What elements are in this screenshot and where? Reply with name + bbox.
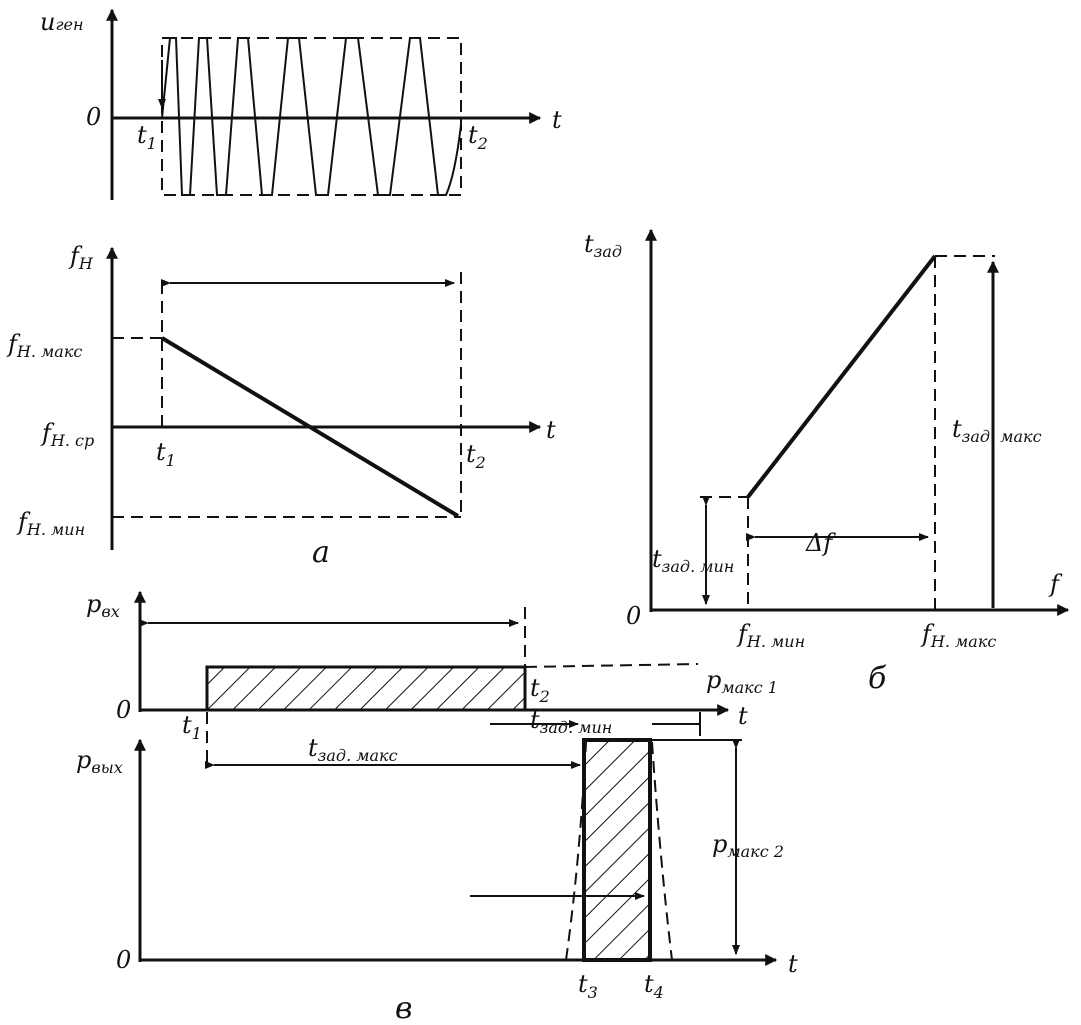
delta-f-label: Δf bbox=[805, 529, 836, 557]
frequency-sweep-line bbox=[160, 336, 460, 518]
frequency-t1-label: t1 bbox=[156, 438, 176, 470]
input-zero-label: 0 bbox=[116, 696, 131, 724]
output-axis-label: pвых bbox=[76, 746, 123, 777]
output-envelope-left bbox=[565, 741, 587, 961]
b-fmax-label: fН. макс bbox=[920, 620, 996, 651]
output-pulse bbox=[582, 738, 652, 962]
panel-a-generator: uген t 0 t1 t2 bbox=[40, 8, 562, 200]
pmax2-label: pмакс 2 bbox=[712, 830, 784, 861]
input-time-label: t bbox=[738, 702, 748, 730]
panel-a-frequency: fН t fН. макс fН. ср fН. мин t1 t2 а bbox=[6, 242, 556, 570]
delay-zero-label: 0 bbox=[626, 602, 641, 630]
generator-zero-label: 0 bbox=[86, 103, 101, 131]
output-tmin-label: tзад. мин bbox=[530, 706, 612, 737]
output-t4-label: t4 bbox=[644, 970, 664, 1002]
generator-t2-label: t2 bbox=[468, 121, 488, 153]
frequency-t2-label: t2 bbox=[466, 440, 486, 472]
caption-c: в bbox=[395, 991, 412, 1025]
b-fmin-label: fН. мин bbox=[736, 620, 805, 651]
output-envelope-right bbox=[651, 741, 673, 961]
panel-b-delay: tзад f 0 tзад. мин tзад. макс Δf fН. мин… bbox=[584, 228, 1070, 696]
tmax-label: tзад. макс bbox=[952, 415, 1042, 446]
panel-c-input: pвх t 0 t2 pмакс 1 bbox=[86, 590, 778, 730]
caption-a: а bbox=[312, 535, 330, 570]
output-tmax-label: tзад. макс bbox=[308, 734, 398, 765]
input-t2-label: t2 bbox=[530, 674, 550, 706]
input-pulse bbox=[205, 665, 527, 712]
panel-c-output: pвых t 0 t1 tзад. макс tзад. мин pмакс 2… bbox=[76, 706, 798, 1025]
input-axis-label: pвх bbox=[86, 590, 120, 621]
pmax1-label: pмакс 1 bbox=[706, 666, 778, 697]
frequency-axis-label: fН bbox=[68, 242, 94, 273]
output-time-label: t bbox=[788, 950, 798, 978]
fmid-label: fН. ср bbox=[40, 419, 94, 450]
generator-t1-label: t1 bbox=[137, 121, 157, 153]
frequency-time-label: t bbox=[546, 416, 556, 444]
generator-axis-label: uген bbox=[40, 8, 84, 36]
fmax-label: fН. макс bbox=[6, 330, 82, 361]
delay-axis-label: tзад bbox=[584, 230, 622, 261]
generator-time-label: t bbox=[552, 106, 562, 134]
output-t3-label: t3 bbox=[578, 970, 598, 1002]
output-t1-label: t1 bbox=[182, 711, 202, 743]
pmax1-dash bbox=[524, 663, 699, 668]
fmin-label: fН. мин bbox=[16, 508, 85, 539]
output-zero-label: 0 bbox=[116, 946, 131, 974]
tmin-label: tзад. мин bbox=[652, 545, 734, 576]
delay-f-axis-label: f bbox=[1048, 570, 1063, 598]
delay-characteristic-line bbox=[746, 254, 937, 499]
chirp-waveform bbox=[161, 37, 462, 196]
caption-b: б bbox=[868, 661, 887, 696]
